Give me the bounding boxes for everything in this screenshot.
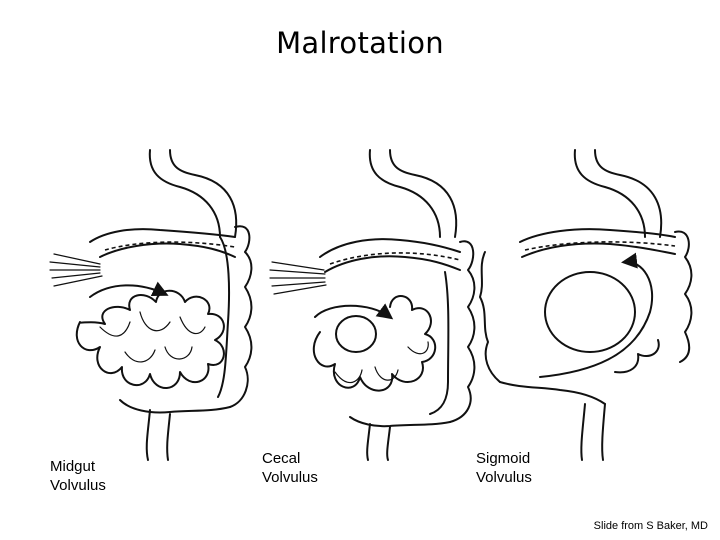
slide-credit: Slide from S Baker, MD <box>593 520 708 532</box>
slide-title: Malrotation <box>276 26 444 60</box>
caption-cecal-line2: Volvulus <box>262 469 318 486</box>
caption-sigmoid-line1: Sigmoid <box>476 450 531 467</box>
cecal-volvulus-drawing <box>269 149 476 461</box>
midgut-volvulus-drawing <box>49 149 253 461</box>
caption-midgut-line1: Midgut <box>50 458 96 475</box>
caption-sigmoid-volvulus: Sigmoid Volvulus <box>476 449 532 487</box>
caption-midgut-line2: Volvulus <box>50 477 106 494</box>
sigmoid-volvulus-drawing <box>479 149 693 461</box>
caption-cecal-volvulus: Cecal Volvulus <box>262 449 318 487</box>
caption-cecal-line1: Cecal <box>262 450 301 467</box>
caption-midgut-volvulus: Midgut Volvulus <box>50 457 106 495</box>
intestine-illustration <box>49 149 693 461</box>
caption-sigmoid-line2: Volvulus <box>476 469 532 486</box>
